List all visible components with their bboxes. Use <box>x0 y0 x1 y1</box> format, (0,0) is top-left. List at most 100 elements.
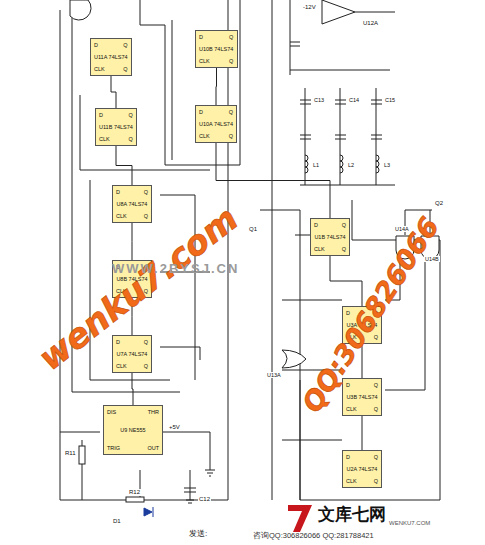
part-label: 发送: <box>188 530 208 539</box>
resistor-symbol <box>126 497 144 502</box>
pin-name: Q <box>144 339 148 345</box>
inductor-symbol <box>376 155 379 173</box>
pin-name: D <box>116 189 120 195</box>
flip-flop-chip: U1B 74LS74DQCLKQ <box>310 218 350 256</box>
pin-name: Q <box>144 363 148 369</box>
pin-name: Q <box>374 382 378 388</box>
ground-symbol <box>205 470 215 476</box>
chip-name: U10A 74LS74 <box>199 121 233 127</box>
pin-name: Q <box>229 109 233 115</box>
flip-flop-chip: U10A 74LS74 D Q CLK Q <box>195 105 237 143</box>
pin-name: D <box>199 109 203 115</box>
signal-wire <box>330 256 362 306</box>
diode-symbol <box>144 507 153 517</box>
signal-wire <box>216 68 218 105</box>
part-label: C13 <box>313 97 325 103</box>
flip-flop-chip: U11A 74LS74DQCLKQ <box>90 38 132 76</box>
signal-wire <box>132 373 133 405</box>
pin-name: DIS <box>107 409 116 415</box>
inductor-symbol <box>305 155 308 173</box>
signal-wire <box>216 143 330 218</box>
chip-name: U9 NE555 <box>120 427 145 433</box>
part-label: C15 <box>384 97 396 103</box>
inductor-symbol <box>305 155 379 173</box>
pin-name: THR <box>148 409 159 415</box>
timer-chip: U9 NE555DISTHRTRIGOUT <box>103 405 163 455</box>
chip-name: U8A 74LS74 <box>117 201 148 207</box>
pin-name: Q <box>123 66 127 72</box>
part-label: R11 <box>64 450 77 457</box>
part-label: D1 <box>112 518 122 525</box>
part-label: R12 <box>128 489 141 496</box>
pin-name: CLK <box>199 58 210 64</box>
part-label: 咨询QQ:306826066 QQ:281788421 <box>252 532 375 540</box>
pin-name: CLK <box>94 66 105 72</box>
part-label: U14B <box>424 256 440 262</box>
watermark: WWW.2BYSJ.CN <box>112 262 239 276</box>
flip-flop-chip: U7A 74LS74DQCLKQ <box>112 335 152 373</box>
pin-name: Q <box>144 189 148 195</box>
frame-wire <box>272 0 273 500</box>
capacitor-symbol <box>290 42 300 46</box>
pin-name: OUT <box>147 445 159 451</box>
part-label: C14 <box>348 97 360 103</box>
pin-name: CLK <box>99 136 110 142</box>
flip-flop-chip: U2A 74LS74DQCLKQ <box>342 450 382 488</box>
pin-name: D <box>199 34 203 40</box>
chip-name: U7A 74LS74 <box>117 351 148 357</box>
op-amp-symbol <box>322 0 355 24</box>
part-label: Q1 <box>248 226 258 233</box>
pin-name: Q <box>129 112 133 118</box>
op-amp-symbol <box>355 12 395 13</box>
logic-gate-symbol <box>70 0 91 20</box>
ground-symbol <box>186 500 194 503</box>
inductor-symbol <box>340 155 343 173</box>
logo-text: 文库七网 <box>318 506 386 525</box>
pin-name: D <box>346 382 350 388</box>
flip-flop-chip: U3B 74LS74DQCLKQ <box>342 378 382 416</box>
op-amp-symbol <box>322 0 395 24</box>
pin-name: Q <box>374 454 378 460</box>
pin-name: CLK <box>116 213 127 219</box>
pin-name: Q <box>229 133 233 139</box>
part-label: C12 <box>198 496 211 503</box>
part-label: Q2 <box>434 200 444 207</box>
frame-wire <box>60 0 440 500</box>
flip-flop-chip: U8A 74LS74 D Q CLK Q <box>112 185 152 223</box>
signal-wire <box>116 146 132 185</box>
pin-name: D <box>116 339 120 345</box>
pin-name: CLK <box>346 478 357 484</box>
pin-name: Q <box>229 34 233 40</box>
pin-name: Q <box>342 222 346 228</box>
pin-name: Q <box>144 213 148 219</box>
part-label: +5V <box>168 424 181 431</box>
capacitor-symbol <box>300 135 382 139</box>
flip-flop-chip: U10B 74LS74 D Q CLK Q <box>195 30 238 68</box>
pin-name: CLK <box>199 133 210 139</box>
chip-name: U3B 74LS74 <box>346 394 377 400</box>
logo-mark <box>288 505 312 532</box>
part-label: -12V <box>302 4 317 11</box>
part-label: L3 <box>383 162 391 168</box>
frame-wire <box>80 95 210 170</box>
part-label: L1 <box>312 162 320 168</box>
chip-name: U2A 74LS74 <box>347 466 378 472</box>
signal-wire <box>111 76 116 108</box>
frame-wire <box>172 20 173 160</box>
pin-name: Q <box>229 58 233 64</box>
pin-name: Q <box>129 136 133 142</box>
frame-wire <box>290 0 390 75</box>
capacitor-symbol <box>184 488 196 492</box>
ground-symbol <box>186 470 215 503</box>
pin-name: Q <box>342 246 346 252</box>
resistor-symbol <box>79 446 85 464</box>
chip-name: U10B 74LS74 <box>199 46 233 52</box>
pin-name: D <box>94 42 98 48</box>
frame-wire <box>160 347 200 360</box>
pin-name: D <box>314 222 318 228</box>
logo-mark <box>288 505 312 532</box>
pin-name: D <box>346 310 350 316</box>
diode-symbol <box>153 507 154 517</box>
frame-wire <box>140 0 240 165</box>
